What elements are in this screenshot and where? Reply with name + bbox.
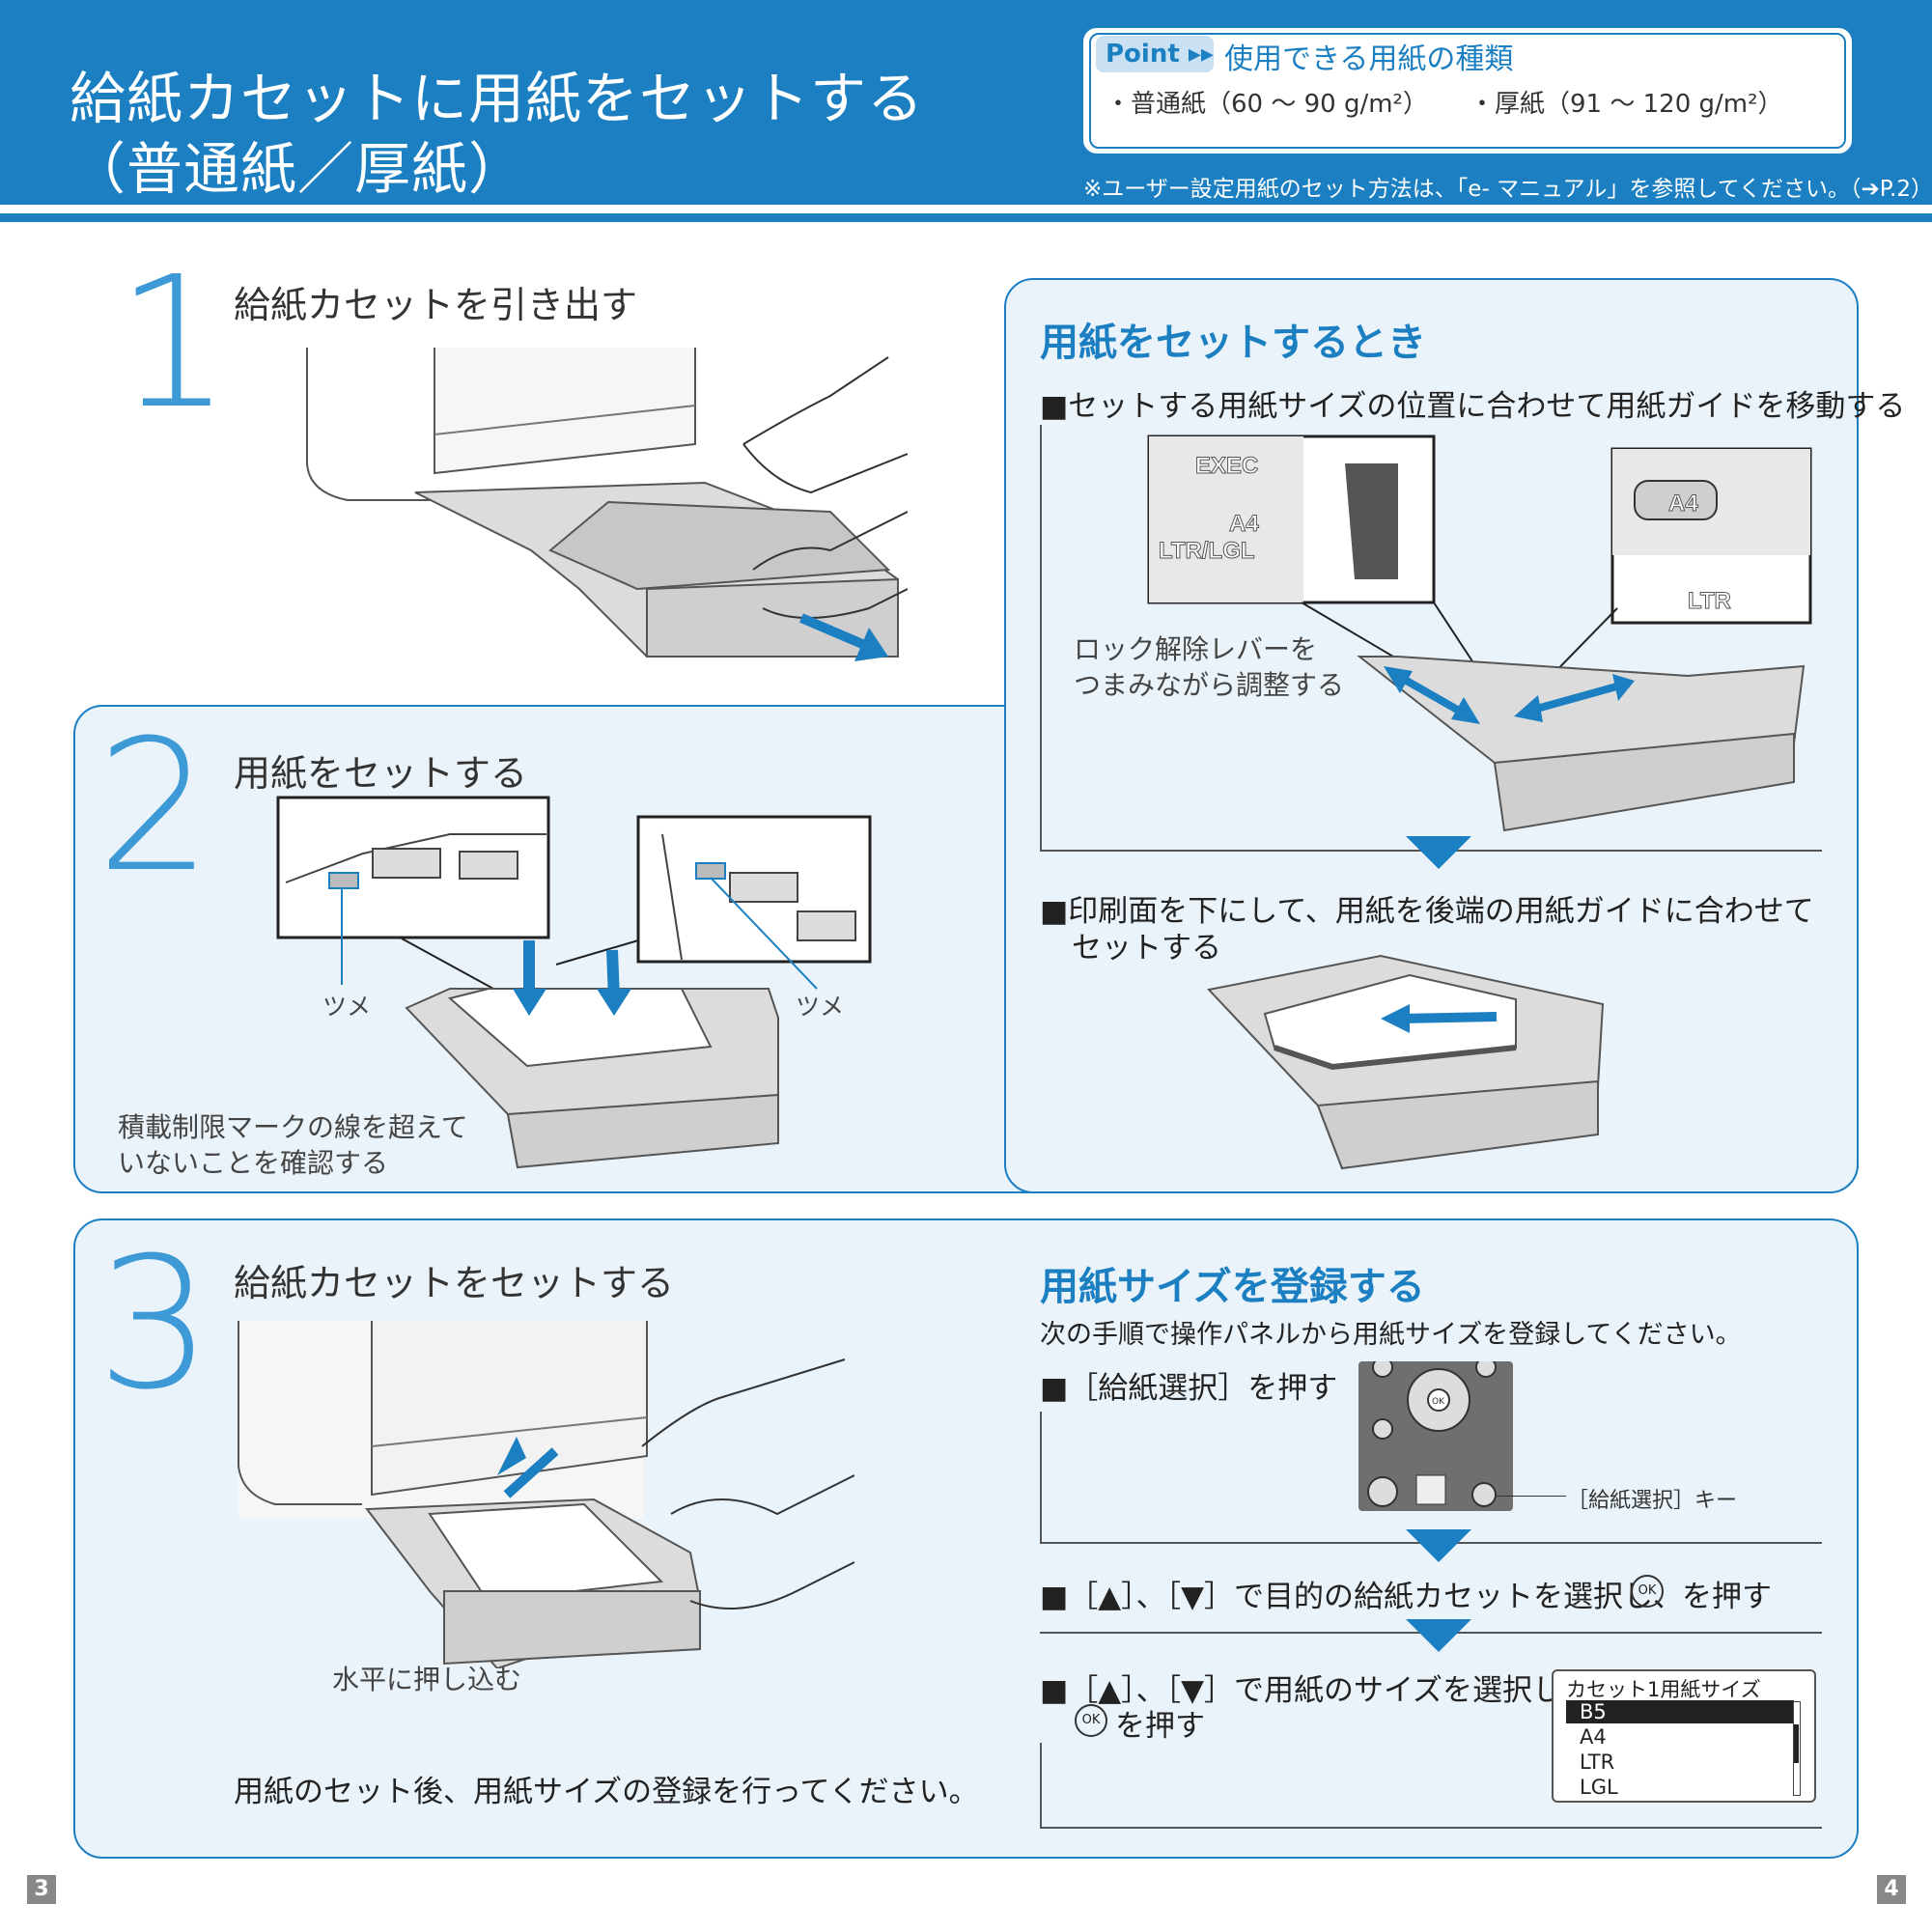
- page-number-right: 4: [1877, 1875, 1906, 1904]
- control-panel-keys: OK: [1367, 1361, 1497, 1507]
- register-step-rule-3: [1040, 1743, 1042, 1828]
- page-title-line2: （普通紙／厚紙）: [70, 136, 526, 202]
- arrow-down-icon: [1406, 1619, 1471, 1652]
- register-step-select-cassette-post: を押す: [1682, 1580, 1772, 1614]
- power-key[interactable]: [1475, 1361, 1497, 1378]
- lcd-display: [1552, 1669, 1816, 1803]
- page-number-left: 3: [27, 1875, 56, 1904]
- register-step-select-size-post: を押す: [1115, 1709, 1205, 1744]
- ok-key-icon: OK: [1075, 1704, 1107, 1737]
- step2-number: 2: [97, 701, 212, 912]
- step1-number: 1: [116, 238, 232, 449]
- lcd-scrollbar: [1793, 1701, 1801, 1796]
- setting-panel-heading: 用紙をセットするとき: [1040, 321, 1426, 365]
- register-step-select-size: ■［▲］、［▼］で用紙のサイズを選択し、: [1040, 1673, 1593, 1708]
- register-heading: 用紙サイズを登録する: [1040, 1265, 1425, 1309]
- guide-right-label-ltr: LTR: [1688, 588, 1731, 614]
- illustration-insert-cassette: [238, 1321, 854, 1668]
- lock-note-line1: ロック解除レバーを: [1074, 633, 1318, 665]
- arrow-down-icon: [1406, 1529, 1471, 1562]
- key-label-leader: [1497, 1496, 1566, 1497]
- register-step-rule-1: [1040, 1412, 1042, 1543]
- page-title-line1: 給紙カセットに用紙をセットする: [70, 66, 925, 131]
- step3-caption: 水平に押し込む: [332, 1664, 522, 1695]
- point-note: ※ユーザー設定用紙のセット方法は、「e- マニュアル」を参照してください。（➔P…: [1083, 177, 1932, 202]
- paper-select-key[interactable]: [1471, 1482, 1497, 1507]
- svg-text:OK: OK: [1432, 1397, 1445, 1407]
- point-item-plain-paper: ・普通紙（60 ～ 90 g/m²）: [1106, 90, 1428, 119]
- register-step-press-select: ■［給紙選択］を押す: [1040, 1371, 1338, 1406]
- lcd-option[interactable]: LGL: [1580, 1776, 1618, 1799]
- step1-title: 給紙カセットを引き出す: [234, 284, 638, 326]
- point-title: 使用できる用紙の種類: [1224, 42, 1514, 76]
- header-rule: [0, 213, 1932, 222]
- paper-select-key-label: ［給紙選択］キー: [1567, 1489, 1738, 1513]
- illustration-load-paper: [276, 796, 872, 1169]
- key-top-left[interactable]: [1372, 1361, 1393, 1378]
- callout-tab-left: ツメ: [322, 993, 372, 1021]
- guide-label-ltr-lgl: LTR/LGL: [1159, 538, 1255, 564]
- point-box-border: [1089, 33, 1846, 149]
- arrow-down-icon: [1406, 836, 1471, 869]
- step3-number: 3: [97, 1218, 212, 1430]
- illustration-paper-guide: EXEC A4 LTR/LGL A4 LTR: [1147, 434, 1812, 832]
- register-divider-3: [1040, 1827, 1822, 1829]
- step2-note-line2: いないことを確認する: [118, 1147, 389, 1179]
- lcd-option-selected[interactable]: B5: [1566, 1700, 1794, 1723]
- step2-note-line1: 積載制限マークの線を超えて: [118, 1111, 468, 1143]
- step3-footer: 用紙のセット後、用紙サイズの登録を行ってください。: [234, 1775, 979, 1809]
- illustration-paper-stack: [1207, 954, 1605, 1170]
- point-item-heavy-paper: ・厚紙（91 ～ 120 g/m²）: [1470, 90, 1783, 119]
- guide-right-label-a4: A4: [1668, 490, 1698, 517]
- setting-instruction-guide: ■セットする用紙サイズの位置に合わせて用紙ガイドを移動する: [1040, 389, 1906, 424]
- setting-step-rule: [1040, 425, 1042, 852]
- ok-key-icon: OK: [1631, 1575, 1664, 1608]
- step2-title: 用紙をセットする: [234, 752, 528, 795]
- lock-note-line2: つまみながら調整する: [1074, 669, 1345, 701]
- point-badge: Point ▸▸: [1096, 36, 1214, 72]
- setting-instruction-face-down-2: セットする: [1072, 931, 1221, 966]
- online-key[interactable]: [1367, 1476, 1398, 1507]
- callout-tab-right: ツメ: [796, 993, 845, 1021]
- register-step-select-cassette: ■［▲］、［▼］で目的の給紙カセットを選択し、: [1040, 1580, 1683, 1614]
- setting-instruction-face-down: ■印刷面を下にして、用紙を後端の用紙ガイドに合わせて: [1040, 894, 1814, 929]
- lcd-option[interactable]: A4: [1580, 1725, 1607, 1749]
- reset-key[interactable]: [1372, 1418, 1393, 1440]
- step3-title: 給紙カセットをセットする: [234, 1262, 675, 1304]
- lcd-title: カセット1用紙サイズ: [1566, 1674, 1761, 1704]
- lcd-option[interactable]: LTR: [1580, 1750, 1615, 1774]
- register-intro: 次の手順で操作パネルから用紙サイズを登録してください。: [1040, 1320, 1742, 1350]
- lcd-scroll-thumb: [1794, 1724, 1799, 1763]
- illustration-pull-cassette: [306, 348, 908, 661]
- guide-label-exec: EXEC: [1195, 453, 1258, 479]
- guide-label-a4: A4: [1229, 511, 1259, 537]
- ok-key[interactable]: [1427, 1388, 1450, 1412]
